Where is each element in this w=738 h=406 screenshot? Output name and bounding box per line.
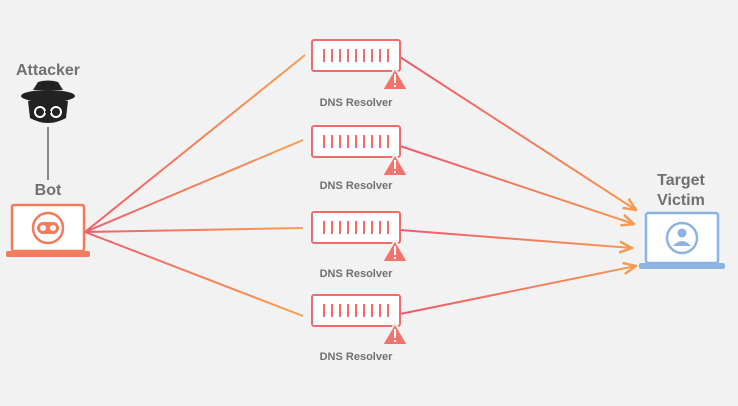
target-label-line1: Target xyxy=(657,172,705,189)
server-warning-icon xyxy=(311,39,409,91)
dns-resolver-label-3: DNS Resolver xyxy=(320,268,393,280)
dns-resolver-label-1: DNS Resolver xyxy=(320,97,393,109)
dns-resolver-label-2: DNS Resolver xyxy=(320,180,393,192)
server-warning-icon xyxy=(311,211,409,263)
resolver-to-target-arrow-1 xyxy=(399,56,636,210)
resolver-to-target-arrows xyxy=(399,56,636,315)
dns-resolver-label-4: DNS Resolver xyxy=(320,351,393,363)
bot-to-resolver-lines xyxy=(84,54,306,317)
resolver-to-target-arrow-3 xyxy=(399,229,632,248)
bot-label: Bot xyxy=(35,182,62,199)
resolver-to-target-arrow-2 xyxy=(399,145,634,224)
robot-laptop-icon xyxy=(6,203,90,257)
server-warning-icon xyxy=(311,125,409,177)
resolver-to-target-arrow-4 xyxy=(399,266,636,315)
bot-to-resolver-line-2 xyxy=(84,139,304,233)
spy-icon xyxy=(21,80,75,123)
dns-resolver-3: DNS Resolver xyxy=(311,211,409,280)
bot-to-resolver-line-4 xyxy=(84,231,304,317)
dns-resolver-1: DNS Resolver xyxy=(311,39,409,109)
attacker-label: Attacker xyxy=(16,62,80,79)
dns-resolver-2: DNS Resolver xyxy=(311,125,409,192)
user-laptop-icon xyxy=(639,211,725,269)
bot-to-resolver-line-3 xyxy=(84,227,304,233)
bot-node: Bot xyxy=(6,182,90,257)
attacker-node: Attacker xyxy=(16,62,80,180)
dns-resolver-4: DNS Resolver xyxy=(311,294,409,363)
target-victim-node: Target Victim xyxy=(639,172,725,269)
target-label-line2: Victim xyxy=(657,192,705,209)
server-warning-icon xyxy=(311,294,409,346)
bot-to-resolver-line-1 xyxy=(84,54,306,233)
